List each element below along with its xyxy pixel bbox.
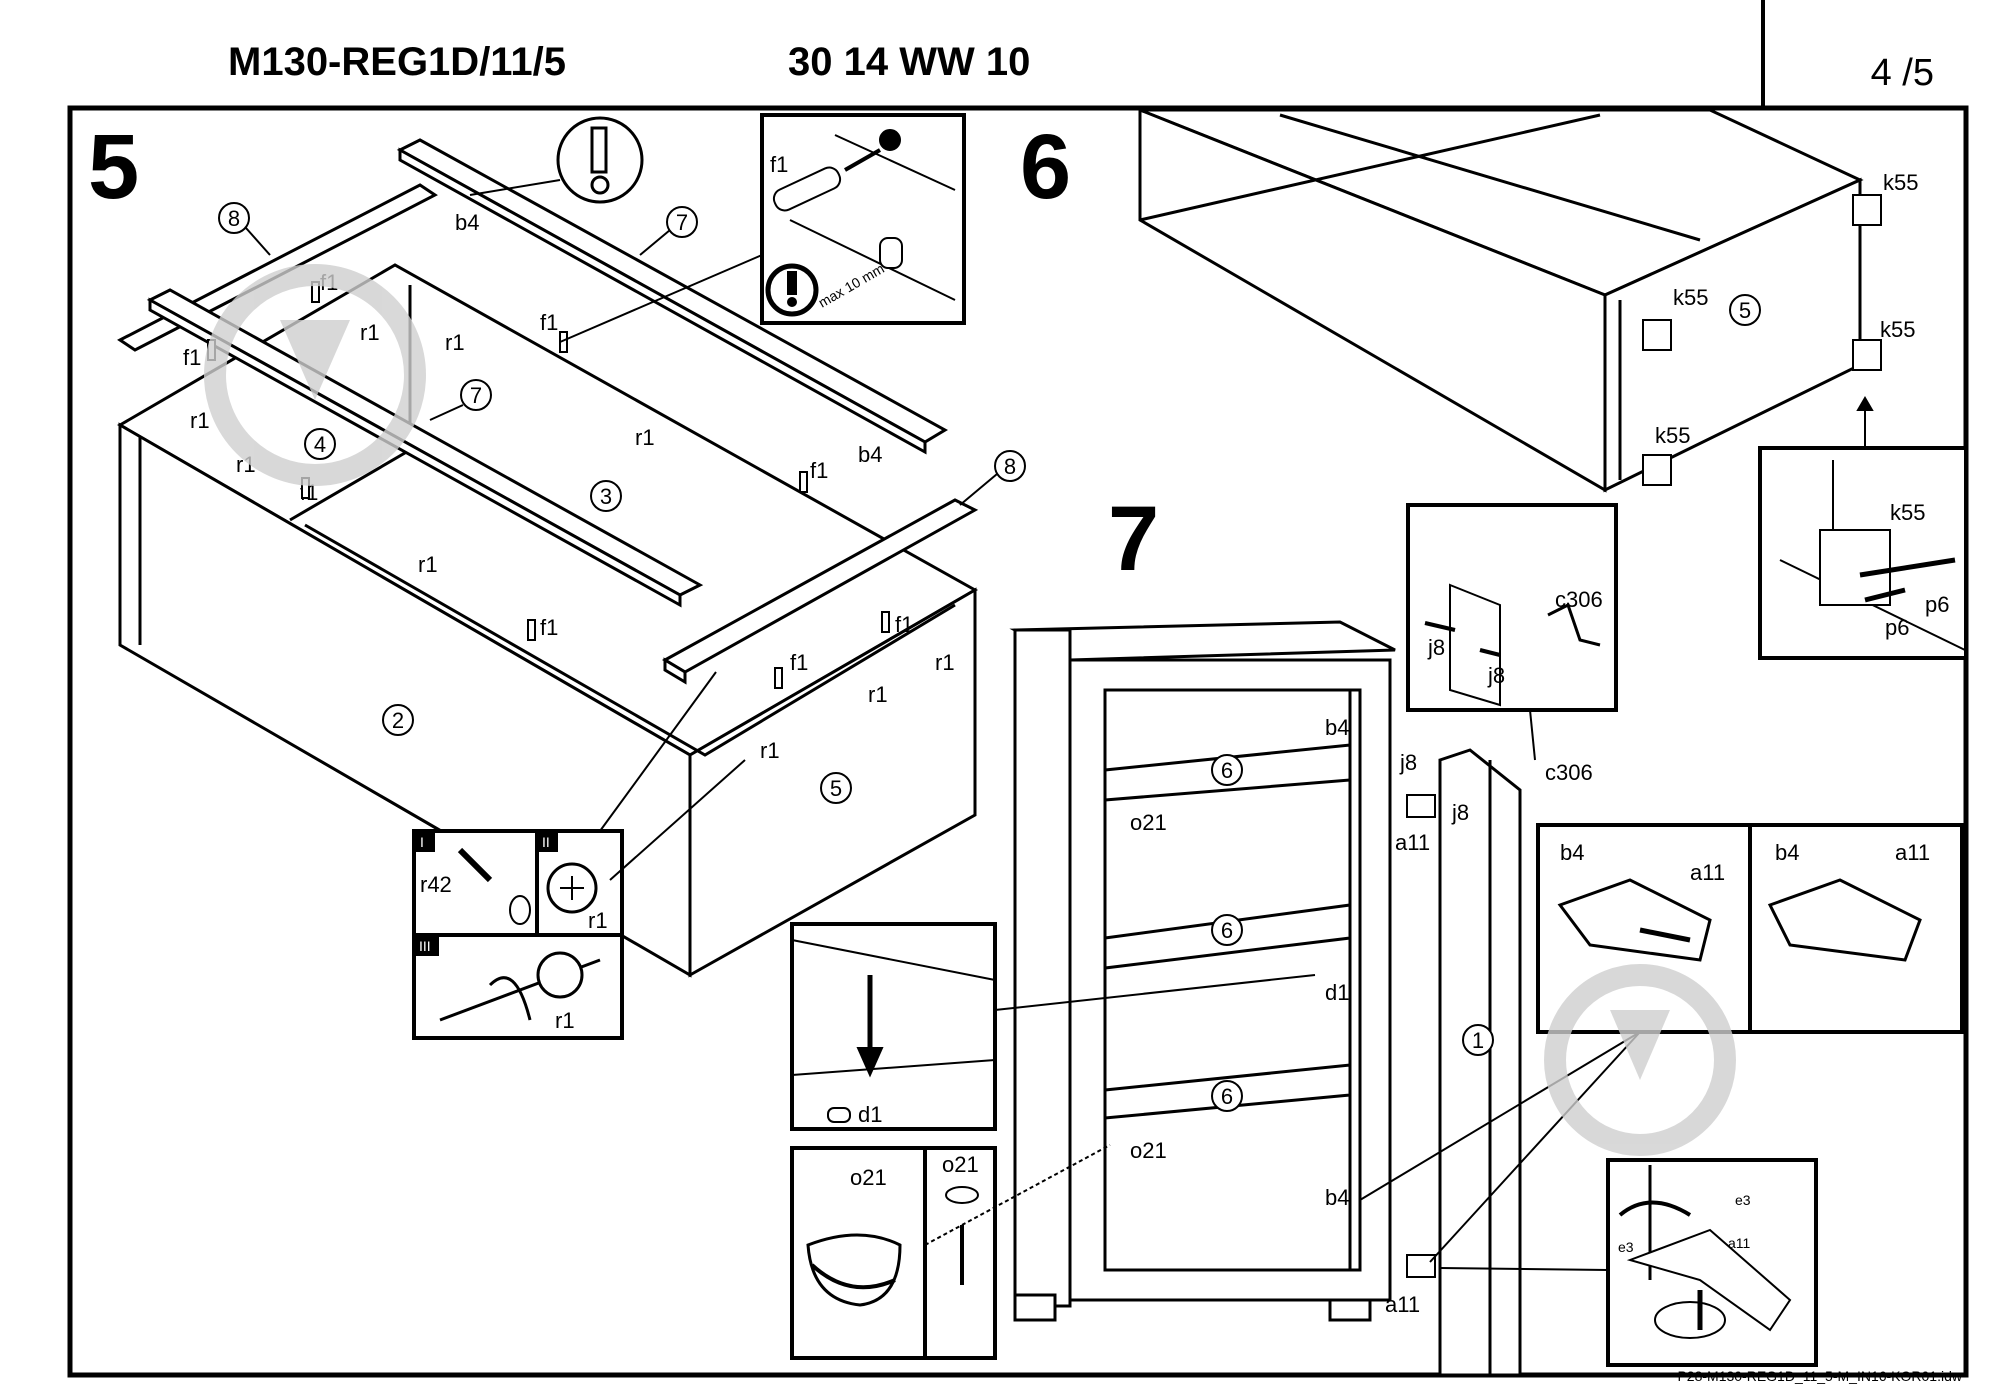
svg-text:e3: e3 xyxy=(1618,1239,1634,1255)
rotation-arrow-icon xyxy=(488,976,532,1021)
svg-text:5: 5 xyxy=(830,776,842,801)
svg-text:f1: f1 xyxy=(540,615,558,640)
exclamation-icon xyxy=(469,116,644,204)
cabinet-upside-down xyxy=(1138,107,1864,493)
svg-text:r1: r1 xyxy=(190,408,210,433)
detail-box-k55: k55 p6 p6 xyxy=(1758,396,1968,660)
svg-text:f1: f1 xyxy=(770,152,788,177)
svg-text:6: 6 xyxy=(1221,758,1233,783)
svg-text:a11: a11 xyxy=(1690,860,1725,885)
svg-text:b4: b4 xyxy=(1775,840,1799,865)
svg-text:II: II xyxy=(542,834,550,850)
svg-text:b4: b4 xyxy=(1560,840,1584,865)
svg-text:r1: r1 xyxy=(635,425,655,450)
svg-text:7: 7 xyxy=(676,210,688,235)
svg-text:j8: j8 xyxy=(1487,663,1505,688)
svg-text:3: 3 xyxy=(600,484,612,509)
svg-text:a11: a11 xyxy=(1385,1292,1420,1317)
svg-text:o21: o21 xyxy=(850,1165,887,1190)
svg-text:a11: a11 xyxy=(1395,830,1430,855)
step7-labels: b4 b4 d1 o21 o21 j8 j8 c306 a11 a11 xyxy=(1130,715,1593,1317)
hinges xyxy=(1406,794,1436,1278)
svg-text:a11: a11 xyxy=(1728,1235,1751,1251)
svg-text:j8: j8 xyxy=(1451,800,1469,825)
svg-text:r1: r1 xyxy=(760,738,780,763)
step-6-number: 6 xyxy=(1020,116,1071,218)
svg-text:1: 1 xyxy=(1472,1028,1484,1053)
svg-text:k55: k55 xyxy=(1655,423,1690,448)
svg-text:r1: r1 xyxy=(445,330,465,355)
svg-text:r1: r1 xyxy=(360,320,380,345)
warning-icon xyxy=(765,263,819,317)
door xyxy=(1438,748,1522,1377)
svg-text:7: 7 xyxy=(470,383,482,408)
detail-box-cam-lock: I II III r42 r1 r1 xyxy=(119,644,746,1040)
svg-text:f1: f1 xyxy=(540,310,558,335)
svg-text:8: 8 xyxy=(228,206,240,231)
svg-text:e3: e3 xyxy=(1735,1192,1751,1208)
top-rails xyxy=(117,138,979,685)
svg-text:6: 6 xyxy=(1221,918,1233,943)
detail-box-o21: o21 o21 xyxy=(790,1144,1111,1360)
svg-text:b4: b4 xyxy=(1325,715,1349,740)
feet-labels: k55 k55 k55 k55 xyxy=(1655,170,1918,448)
step-5: 5 8 7 7 xyxy=(88,113,1026,1040)
svg-text:b4: b4 xyxy=(858,442,882,467)
detail-box-f1: f1 max 10 mm xyxy=(559,113,966,343)
watermark-logo xyxy=(204,264,426,486)
part-number-circles: 8 7 7 8 4 3 2 5 xyxy=(218,202,1026,804)
svg-text:d1: d1 xyxy=(1325,980,1349,1005)
svg-text:4: 4 xyxy=(314,432,326,457)
svg-text:b4: b4 xyxy=(455,210,479,235)
svg-text:o21: o21 xyxy=(1130,1138,1167,1163)
feet-k55 xyxy=(1642,194,1882,486)
svg-text:p6: p6 xyxy=(1925,592,1949,617)
step-5-number: 5 xyxy=(88,116,139,218)
svg-text:j8: j8 xyxy=(1427,635,1445,660)
svg-text:r1: r1 xyxy=(418,552,438,577)
svg-text:I: I xyxy=(420,834,424,850)
svg-text:k55: k55 xyxy=(1890,500,1925,525)
svg-text:o21: o21 xyxy=(942,1152,979,1177)
svg-text:o21: o21 xyxy=(1130,810,1167,835)
svg-text:f1: f1 xyxy=(790,650,808,675)
svg-text:r1: r1 xyxy=(588,908,608,933)
step-7-number: 7 xyxy=(1108,488,1159,590)
detail-box-d1: d1 xyxy=(790,922,1316,1131)
step-7: 7 6 6 6 1 xyxy=(790,488,1964,1377)
svg-text:c306: c306 xyxy=(1545,760,1593,785)
main-frame xyxy=(67,105,1969,1378)
svg-text:k55: k55 xyxy=(1880,317,1915,342)
svg-text:r1: r1 xyxy=(555,1008,575,1033)
watermark-logo-2 xyxy=(1544,964,1736,1156)
svg-text:5: 5 xyxy=(1739,298,1751,323)
page-number: 4 /5 xyxy=(1870,52,1934,94)
svg-text:p6: p6 xyxy=(1885,615,1909,640)
svg-text:r1: r1 xyxy=(935,650,955,675)
step-6: 6 5 k55 k55 k55 k55 xyxy=(1020,107,1968,660)
rotation-arrow-icon xyxy=(1618,1200,1692,1217)
svg-text:6: 6 xyxy=(1221,1084,1233,1109)
detail-box-adjust: e3 e3 a11 xyxy=(1606,1158,1818,1367)
svg-text:k55: k55 xyxy=(1883,170,1918,195)
svg-text:b4: b4 xyxy=(1325,1185,1349,1210)
svg-text:a11: a11 xyxy=(1895,840,1930,865)
svg-text:2: 2 xyxy=(392,708,404,733)
detail-box-hinge: b4 a11 b4 a11 xyxy=(1359,823,1964,1263)
svg-text:k55: k55 xyxy=(1673,285,1708,310)
article-code: 30 14 WW 10 xyxy=(788,40,1031,84)
svg-text:f1: f1 xyxy=(895,612,913,637)
svg-text:j8: j8 xyxy=(1399,750,1417,775)
svg-text:c306: c306 xyxy=(1555,587,1603,612)
svg-text:8: 8 xyxy=(1004,454,1016,479)
svg-text:r42: r42 xyxy=(420,872,452,897)
svg-text:f1: f1 xyxy=(183,345,201,370)
svg-text:d1: d1 xyxy=(858,1102,882,1127)
model-code: M130-REG1D/11/5 xyxy=(228,40,566,84)
svg-text:r1: r1 xyxy=(868,682,888,707)
svg-text:f1: f1 xyxy=(810,458,828,483)
svg-text:III: III xyxy=(419,938,431,954)
detail-box-handle: c306 j8 j8 xyxy=(1406,503,1618,761)
